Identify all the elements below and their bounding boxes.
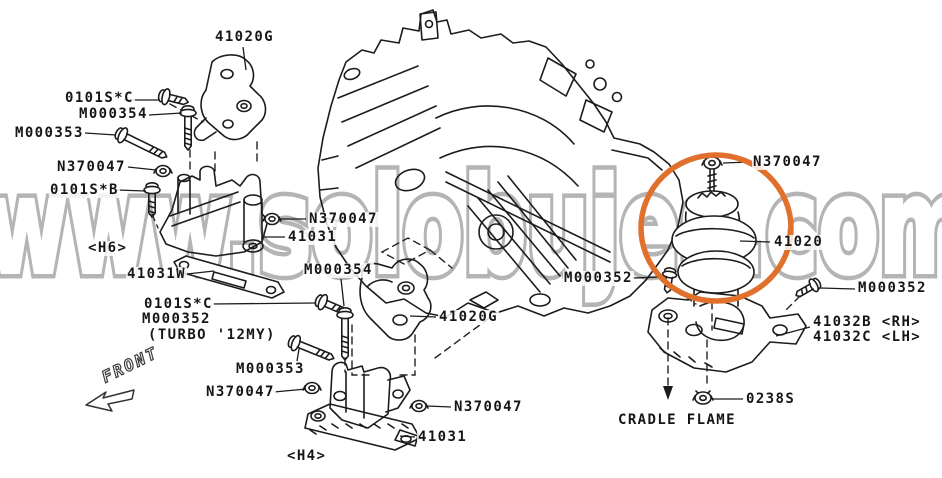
part-label-m000352-left: M000352 <box>563 270 634 286</box>
part-label-m000352-right: M000352 <box>857 280 928 296</box>
bolt-0101sb <box>143 182 161 218</box>
bolt-0101sc-lower <box>314 293 347 315</box>
part-label-0238s: 0238S <box>745 391 797 407</box>
part-label-n370047-right: N370047 <box>752 154 823 170</box>
part-label-41020: 41020 <box>773 234 825 250</box>
note-turbo-12my: (TURBO '12MY) <box>147 327 277 343</box>
part-label-41032c-lh: 41032C <LH> <box>812 329 923 345</box>
nut-n370047-upper <box>153 164 173 178</box>
leader-lines <box>84 46 856 438</box>
bolt-m000354-center <box>336 307 354 361</box>
variant-label-h4: <H4> <box>286 448 328 464</box>
highlight-circle <box>638 152 794 304</box>
part-label-41032b-rh: 41032B <RH> <box>812 314 923 330</box>
bolt-m000352-left <box>661 267 678 294</box>
part-label-0101sb: 0101S*B <box>49 182 120 198</box>
part-label-n370047-mid: N370047 <box>308 211 379 227</box>
bracket-41020g-center <box>359 258 432 341</box>
part-label-m000353-upper: M000353 <box>14 125 85 141</box>
bolt-m000352-right <box>795 277 822 298</box>
assembly-dashed-lines <box>151 103 801 389</box>
part-label-m000354-center: M000354 <box>303 262 374 278</box>
part-label-41031w: 41031W <box>126 266 187 282</box>
mount-41020 <box>671 169 757 307</box>
bolt-m000354-upper <box>179 105 197 151</box>
part-label-n370047-h4-right: N370047 <box>453 399 524 415</box>
engine-drawing <box>317 9 684 318</box>
annotation-cradle-flame: CRADLE FLAME <box>617 412 737 428</box>
part-label-m000354-upper: M000354 <box>78 106 149 122</box>
bracket-41032 <box>647 291 807 373</box>
part-label-41020g-upper: 41020G <box>214 29 275 45</box>
nut-0238s <box>692 390 714 405</box>
nut-n370047-h4-right <box>409 399 429 413</box>
part-label-m000352-turbo: M000352 <box>141 311 212 327</box>
part-label-41031-h4: 41031 <box>417 429 469 445</box>
part-label-n370047-upper: N370047 <box>56 159 127 175</box>
part-label-m000353-lower: M000353 <box>235 361 306 377</box>
bolt-m000353-upper <box>114 127 168 159</box>
part-label-0101sc-upper: 0101S*C <box>64 90 135 106</box>
variant-label-h6: <H6> <box>87 240 129 256</box>
mount-41031-h4 <box>304 361 421 451</box>
bracket-41020g-upper <box>193 54 267 142</box>
nut-n370047-mid <box>262 212 282 226</box>
part-label-n370047-h4-left: N370047 <box>205 384 276 400</box>
front-arrow <box>85 389 135 412</box>
cradle-arrowhead <box>663 386 673 400</box>
part-label-41031-mid: 41031 <box>287 229 339 245</box>
bolt-0101sc-upper <box>157 88 190 106</box>
plate-41031w <box>173 255 285 299</box>
part-label-0101sc-lower: 0101S*C <box>143 296 214 312</box>
bolt-m000353-lower <box>287 334 335 361</box>
nut-n370047-h4-left <box>302 381 322 395</box>
part-label-41020g-center: 41020G <box>438 309 499 325</box>
